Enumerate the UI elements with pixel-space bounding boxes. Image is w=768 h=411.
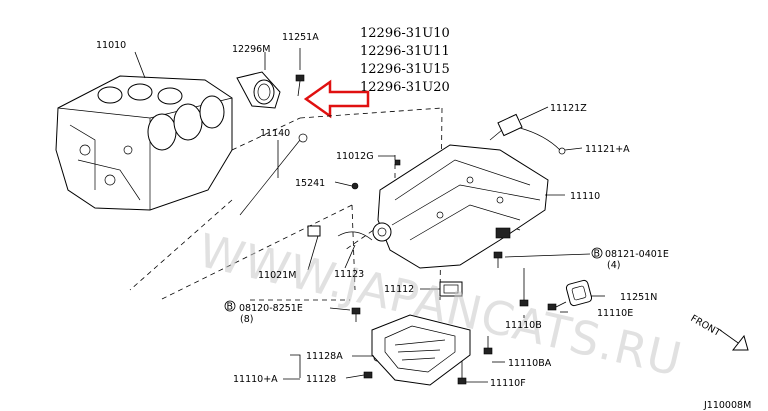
- oil-strainer: [307, 225, 321, 237]
- label-11140: 11140: [260, 128, 290, 139]
- label-08121: 08121-0401E: [605, 249, 669, 260]
- label-15241: 15241: [295, 178, 325, 189]
- label-11128a: 11128A: [306, 351, 343, 362]
- label-11123: 11123: [334, 269, 364, 280]
- oil-pan-lower: [371, 314, 471, 386]
- oil-pan-upper: [372, 144, 549, 269]
- label-08120-qty: (8): [240, 314, 253, 325]
- label-11251n: 11251N: [620, 292, 657, 303]
- label-11112: 11112: [384, 284, 414, 295]
- oil-seal-retainer: [236, 71, 281, 109]
- label-11121z: 11121Z: [550, 103, 587, 114]
- label-11110: 11110: [570, 191, 600, 202]
- label-11012g: 11012G: [336, 151, 374, 162]
- label-12296m: 12296M: [232, 44, 270, 55]
- label-08120: 08120-8251E: [239, 303, 303, 314]
- callout-leaders: [134, 51, 605, 383]
- label-11110e: 11110E: [597, 308, 633, 319]
- bolt-symbol-icon: [591, 247, 603, 259]
- label-11110f: 11110F: [490, 378, 526, 389]
- front-label: FRONT: [689, 313, 723, 339]
- label-11010: 11010: [96, 40, 126, 51]
- part-number-line-2: 12296-31U11: [360, 44, 450, 59]
- label-11121a: 11121+A: [585, 144, 630, 155]
- bolt-symbol-label: B: [594, 249, 601, 260]
- label-11110ba: 11110BA: [508, 358, 552, 369]
- oil-strainer-bracket: [489, 113, 566, 155]
- cylinder-block: [55, 75, 233, 211]
- bolts: [351, 251, 567, 385]
- label-11021m: 11021M: [258, 270, 296, 281]
- bracket-11123: [337, 231, 373, 241]
- part-number-line-1: 12296-31U10: [360, 26, 450, 41]
- label-08121-qty: (4): [607, 260, 620, 271]
- retainer-bolt: [295, 48, 305, 97]
- gasket-11251n: [565, 279, 593, 307]
- figure-code: J110008M: [703, 400, 751, 411]
- highlight-arrow: [303, 79, 370, 119]
- label-11128: 11128: [306, 374, 336, 385]
- bolt-symbol-label: B: [227, 302, 234, 313]
- part-number-line-3: 12296-31U15: [360, 62, 450, 77]
- label-11110a: 11110+A: [233, 374, 278, 385]
- label-11251a: 11251A: [282, 32, 319, 43]
- part-number-line-4: 12296-31U20: [360, 80, 450, 95]
- front-arrow-icon: [719, 329, 749, 351]
- label-11110b: 11110B: [505, 320, 542, 331]
- oil-level-gauge: [239, 133, 308, 216]
- bolt-symbol-icon: [224, 300, 236, 312]
